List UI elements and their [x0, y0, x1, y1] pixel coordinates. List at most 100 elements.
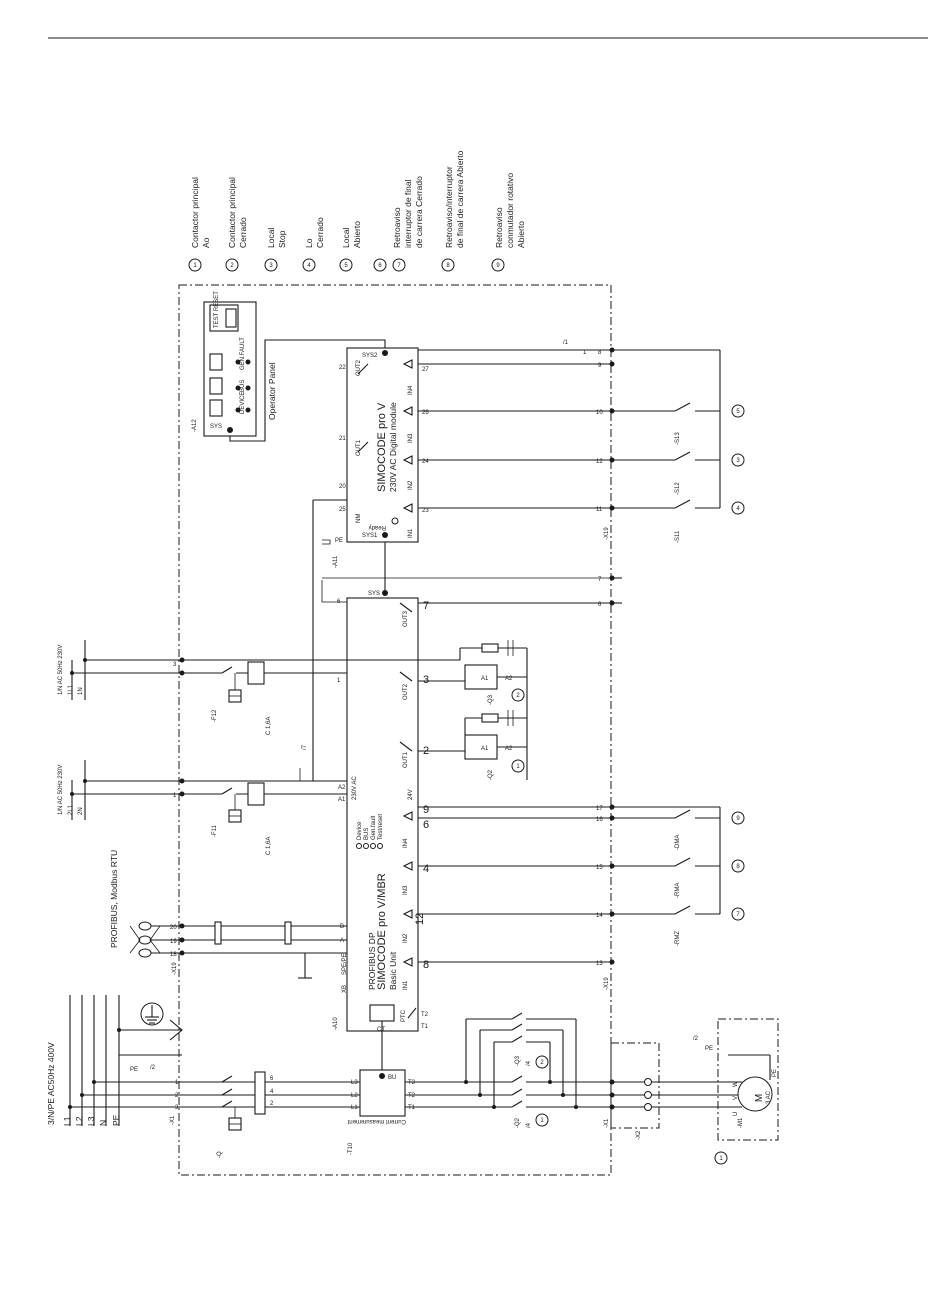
- dm-in2-label: IN2: [408, 480, 414, 490]
- dm-out1-label: OUT1: [356, 439, 362, 456]
- dm-pin: 20: [339, 484, 346, 490]
- dm-pe-ground-icon: [322, 539, 331, 545]
- terminal-num: 3: [173, 662, 177, 668]
- terminal-num: 1: [173, 793, 177, 799]
- pin-label: 7: [423, 600, 429, 612]
- motor-pe-label: PE: [705, 1046, 713, 1052]
- legend-item-6: 6: [373, 258, 387, 272]
- legend-item-2: 2 Contactor principal Cerrado: [225, 177, 248, 272]
- panel-button[interactable]: [209, 377, 223, 395]
- motor-pe-ref: /2: [693, 1036, 699, 1042]
- motor-label: M: [754, 1094, 765, 1102]
- pe-ref: /2: [150, 1065, 156, 1071]
- ref-label: 1: [583, 350, 587, 356]
- q2-ref: /4: [526, 1122, 532, 1128]
- motor-term-u: U: [733, 1112, 739, 1116]
- circle-num: 5: [736, 409, 740, 415]
- panel-button[interactable]: [209, 399, 223, 417]
- terminal-dot: [179, 778, 185, 784]
- digital-module-tag: -A11: [333, 555, 339, 568]
- circle-9: [731, 811, 745, 825]
- ready-label: Ready: [369, 524, 386, 530]
- terminal-num: 16: [596, 817, 603, 823]
- legend-line: de carrera Cerrado: [414, 176, 424, 248]
- cabinet-boundary: [178, 284, 612, 1176]
- led-label: Device: [357, 821, 363, 840]
- ground-icon: [140, 1002, 164, 1026]
- digital-module-subtitle: 230V AC Digital module: [388, 402, 398, 492]
- dm-in3-label: IN3: [408, 433, 414, 443]
- line-label-l1: L1: [62, 1116, 72, 1126]
- terminal-num: 17: [596, 806, 603, 812]
- motor-power-lines: [405, 1012, 740, 1109]
- spe-label: SPE/PE: [342, 953, 348, 975]
- input-wiring: [418, 806, 721, 963]
- coil-a1: A1: [481, 746, 489, 752]
- terminal-dot: [609, 457, 615, 463]
- s13-tag: -S13: [675, 432, 681, 445]
- legend-circle-3: [264, 258, 278, 272]
- coil-a2: A2: [505, 746, 513, 752]
- panel-led-label: DEVICE: [240, 392, 246, 414]
- q2-tag: -Q2: [515, 1117, 521, 1128]
- coil-a1: A1: [481, 676, 489, 682]
- out1-label: OUT1: [403, 751, 409, 768]
- bus-label: PROFIBUS, Modbus RTU: [109, 850, 119, 948]
- terminal-num: 13: [596, 961, 603, 967]
- circle-8: [731, 859, 745, 873]
- q2-coil-icon: [464, 734, 498, 760]
- panel-led-label: GEN.FAULT: [240, 337, 246, 370]
- legend-line: Cerrado: [238, 217, 248, 248]
- coil-a2: A2: [505, 676, 513, 682]
- supply-label: 230V AC: [352, 776, 358, 800]
- ct-out-label: T2: [408, 1093, 416, 1099]
- legend-line: conmutador rotativo: [505, 173, 515, 248]
- legend-line: Ao: [201, 237, 211, 248]
- x1-motor-label: -X1: [604, 1118, 610, 1128]
- dm-relays: [357, 363, 369, 453]
- test-reset-inner: [225, 308, 237, 328]
- pin-label: A1: [338, 797, 346, 803]
- digital-module-title: SIMOCODE pro V: [376, 402, 388, 492]
- circle-num: 9: [736, 816, 740, 822]
- ref1-label: /1: [563, 340, 569, 346]
- terminal-num: 6: [270, 1076, 274, 1082]
- legend-line: Retroaviso: [392, 207, 402, 248]
- panel-button[interactable]: [209, 353, 223, 371]
- terminal-num: 4: [270, 1089, 274, 1095]
- led-icon: [245, 385, 251, 391]
- line-label-l3: L3: [86, 1116, 96, 1126]
- q3-circle: [535, 1055, 549, 1069]
- terminal-dot: [609, 804, 615, 810]
- led-icon: [356, 843, 362, 849]
- legend-num-7: 7: [397, 263, 401, 269]
- motor: [720, 1054, 773, 1112]
- panel-led-label: BUS: [240, 380, 246, 392]
- terminal-dot: [609, 575, 615, 581]
- sys1-connector: [382, 532, 388, 538]
- operator-panel-buttons[interactable]: [209, 304, 239, 417]
- legend: 1 Contactor principal Ao 2 Contactor pri…: [188, 150, 526, 272]
- led-icon: [245, 407, 251, 413]
- q3-circle-num: 2: [540, 1060, 544, 1066]
- operator-panel-tag: -A12: [192, 419, 198, 432]
- basic-unit-subtitle2: Basic Unit: [388, 951, 398, 990]
- dm-inputs: [402, 359, 413, 513]
- contactor-coils: [418, 602, 612, 780]
- main-supply-label: 3/N/PE AC50Hz 400V: [46, 1042, 56, 1125]
- terminal-dot: [179, 670, 185, 676]
- ctrl1-line-label: 1N: [78, 687, 84, 695]
- ct-connector-block: [369, 1004, 395, 1022]
- panel-sys-connector: [227, 427, 233, 433]
- circle-num: 8: [736, 864, 740, 870]
- motor-term-pe: PE: [772, 1069, 778, 1077]
- led-icon: [377, 843, 383, 849]
- legend-circle-8: [441, 258, 455, 272]
- panel-button-label: TEST RESET: [214, 291, 220, 328]
- terminal-dot: [179, 791, 185, 797]
- bus-b-label: B: [340, 924, 344, 930]
- terminal-num: 9: [598, 363, 602, 369]
- legend-line: de final de carrera Abierto: [455, 150, 465, 248]
- ref7-label: /7: [302, 744, 308, 750]
- ctrl1-line-label: 1L1: [68, 684, 74, 695]
